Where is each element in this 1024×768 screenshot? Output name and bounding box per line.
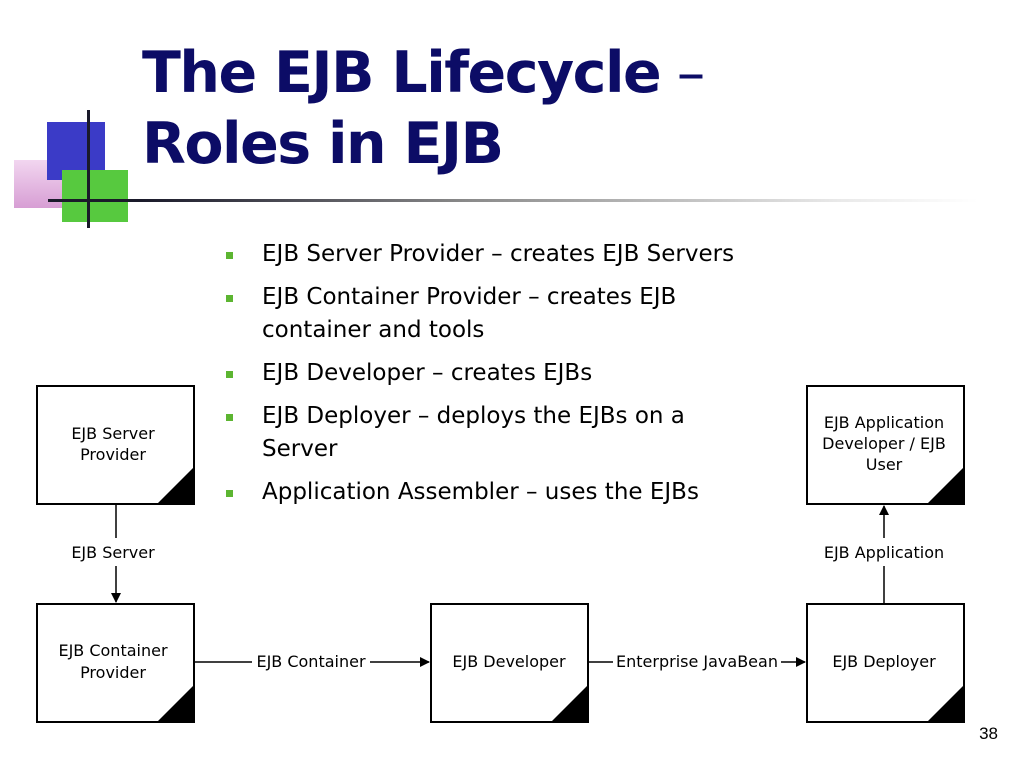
bullet-text-line: EJB Deployer – deploys the EJBs on a: [262, 403, 685, 429]
bullet-text-line: Server: [262, 436, 338, 462]
box-ejb-deployer: EJB Deployer: [806, 603, 965, 723]
box-label: EJB Server: [71, 424, 155, 443]
edge-label: Enterprise JavaBean: [616, 652, 778, 671]
bullet-text: Application Assembler – uses the EJBs: [262, 479, 699, 505]
title-line-1: The EJB Lifecycle: [142, 40, 662, 106]
box-corner-tab: [551, 685, 588, 722]
edge-label: EJB Container: [256, 652, 366, 671]
title-line-2: Roles in EJB: [142, 111, 504, 177]
edge-ejb-container: EJB Container: [194, 652, 430, 671]
box-label: EJB Container: [58, 641, 168, 660]
bullet-item: EJB Deployer – deploys the EJBs on a Ser…: [224, 400, 784, 466]
box-corner-tab: [927, 685, 964, 722]
logo-green-square: [62, 170, 128, 222]
box-label: Developer / EJB: [822, 434, 946, 453]
box-ejb-server-provider: EJB Server Provider: [36, 385, 195, 505]
box-corner-tab: [927, 467, 964, 504]
box-label: EJB Developer: [452, 652, 566, 671]
title-dash: –: [660, 40, 706, 106]
box-label: User: [866, 455, 903, 474]
bullet-square-icon: [226, 295, 233, 302]
page-number: 38: [979, 724, 998, 743]
edge-enterprise-javabean: Enterprise JavaBean: [588, 652, 806, 671]
edge-ejb-server: EJB Server: [71, 504, 155, 603]
box-label: EJB Deployer: [832, 652, 936, 671]
slide-title: The EJB Lifecycle – Roles in EJB: [142, 38, 962, 180]
box-label: EJB Application: [824, 413, 944, 432]
edge-ejb-application: EJB Application: [824, 505, 944, 604]
title-underline: [48, 199, 978, 202]
edge-label: EJB Server: [71, 543, 155, 562]
bullet-item: EJB Container Provider – creates EJB con…: [224, 281, 784, 347]
bullet-square-icon: [226, 252, 233, 259]
edge-label: EJB Application: [824, 543, 944, 562]
box-ejb-application-developer: EJB Application Developer / EJB User: [806, 385, 965, 505]
box-corner-tab: [157, 467, 194, 504]
bullet-item: EJB Server Provider – creates EJB Server…: [224, 238, 784, 271]
bullet-square-icon: [226, 371, 233, 378]
box-ejb-container-provider: EJB Container Provider: [36, 603, 195, 723]
bullet-list: EJB Server Provider – creates EJB Server…: [224, 238, 784, 519]
box-label: Provider: [80, 663, 146, 682]
bullet-square-icon: [226, 414, 233, 421]
bullet-item: Application Assembler – uses the EJBs: [224, 476, 784, 509]
bullet-item: EJB Developer – creates EJBs: [224, 357, 784, 390]
box-label: Provider: [80, 445, 146, 464]
bullet-text: EJB Server Provider – creates EJB Server…: [262, 241, 735, 267]
bullet-text: EJB Developer – creates EJBs: [262, 360, 593, 386]
bullet-text-line: EJB Container Provider – creates EJB: [262, 284, 677, 310]
logo-vertical-line: [87, 110, 90, 228]
box-corner-tab: [157, 685, 194, 722]
bullet-square-icon: [226, 490, 233, 497]
bullet-text-line: container and tools: [262, 317, 485, 343]
box-ejb-developer: EJB Developer: [430, 603, 589, 723]
